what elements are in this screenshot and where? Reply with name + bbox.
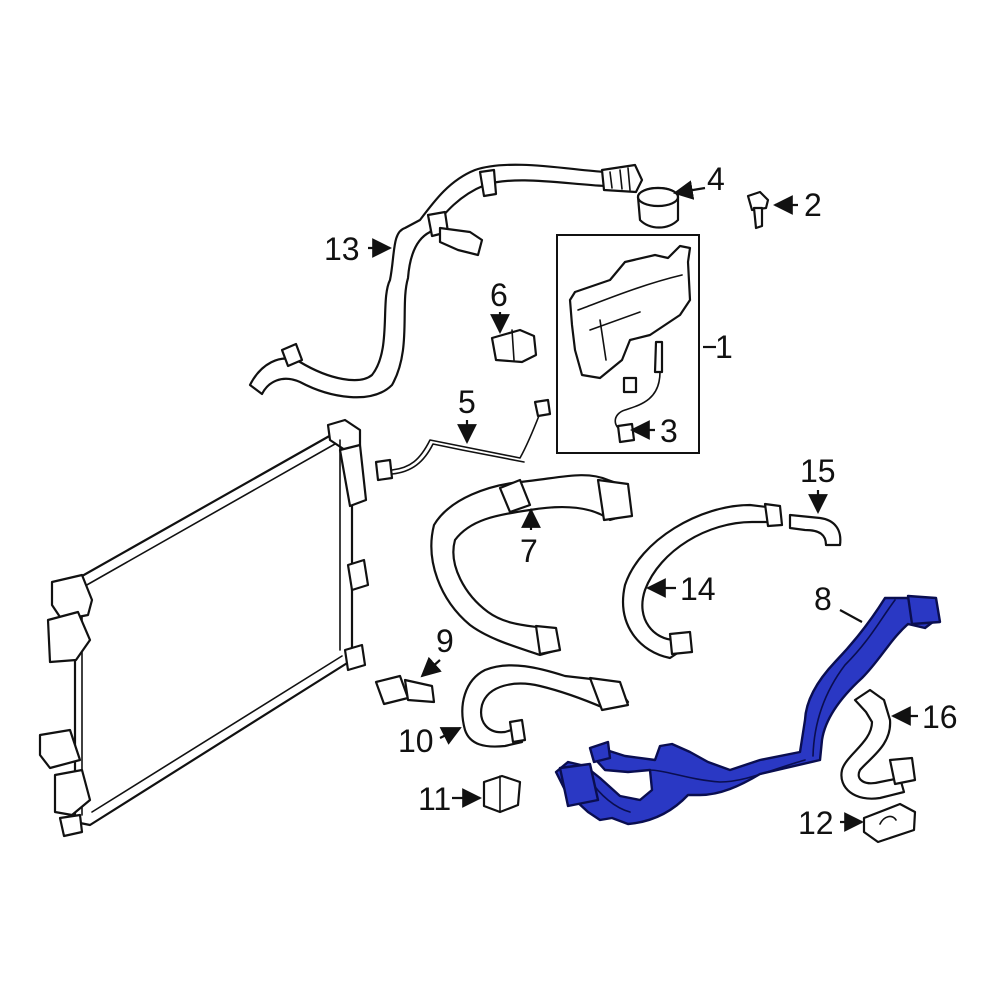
- callout-15: 15: [800, 453, 836, 489]
- hose-16[interactable]: [840, 688, 917, 800]
- cap-4[interactable]: [636, 186, 680, 229]
- callout-2: 2: [804, 187, 822, 223]
- callout-9: 9: [436, 623, 454, 659]
- callout-7: 7: [520, 533, 538, 569]
- hose-10[interactable]: [461, 664, 630, 748]
- radiator[interactable]: [38, 418, 370, 838]
- callout-3: 3: [660, 413, 678, 449]
- hose-8-highlighted[interactable]: [554, 594, 942, 826]
- hose-14[interactable]: [622, 502, 784, 660]
- callout-5: 5: [458, 384, 476, 420]
- hose-15[interactable]: [788, 513, 842, 547]
- harness-5[interactable]: [374, 398, 552, 482]
- callout-1: 1: [715, 329, 733, 365]
- leader-10: [439, 727, 462, 745]
- bracket-11[interactable]: [482, 774, 522, 814]
- sensor-9[interactable]: [374, 674, 436, 706]
- callout-10: 10: [398, 723, 434, 759]
- hose-13[interactable]: [248, 163, 644, 399]
- callout-14: 14: [680, 571, 716, 607]
- callout-11: 11: [418, 781, 451, 817]
- callout-4: 4: [707, 161, 725, 197]
- callout-6: 6: [490, 277, 508, 313]
- reservoir-1[interactable]: [556, 234, 700, 454]
- hose-7[interactable]: [430, 474, 634, 657]
- clamp-12[interactable]: [862, 802, 917, 844]
- leader-9: [420, 656, 442, 678]
- callout-8: 8: [814, 581, 832, 617]
- callout-labels: 1 2 3 4 5 6 7 8 9 10 11 12 13 14 15 16: [324, 161, 958, 841]
- bolt-2[interactable]: [746, 190, 770, 230]
- leader-8: [839, 609, 863, 623]
- callout-13: 13: [324, 231, 360, 267]
- callout-16: 16: [922, 699, 958, 735]
- leader-4: [673, 180, 706, 200]
- bracket-6[interactable]: [490, 328, 538, 364]
- leader-arrows: [368, 180, 918, 832]
- callout-12: 12: [798, 805, 834, 841]
